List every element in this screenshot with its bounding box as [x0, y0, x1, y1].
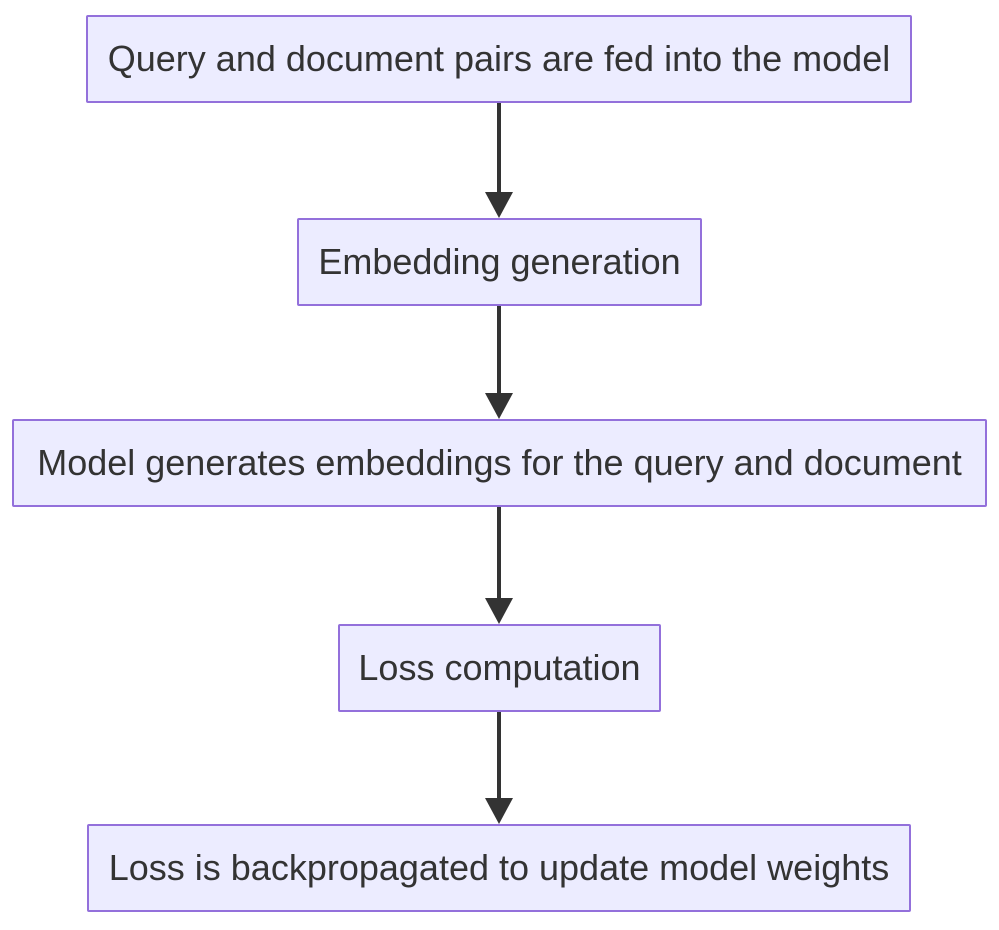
- flowchart-node-embedding-generation: Embedding generation: [297, 218, 702, 306]
- flow-arrow-1: [485, 103, 513, 218]
- flowchart-node-loss-computation: Loss computation: [338, 624, 661, 712]
- node-label: Embedding generation: [318, 241, 681, 283]
- arrow-shaft: [497, 507, 501, 606]
- node-label: Query and document pairs are fed into th…: [107, 38, 891, 80]
- flow-arrow-3: [485, 507, 513, 624]
- node-label: Loss computation: [358, 647, 641, 689]
- arrow-shaft: [497, 306, 501, 401]
- arrow-shaft: [497, 103, 501, 200]
- arrowhead-icon: [485, 798, 513, 824]
- node-label: Loss is backpropagated to update model w…: [108, 847, 890, 889]
- arrowhead-icon: [485, 598, 513, 624]
- arrow-shaft: [497, 712, 501, 806]
- node-label: Model generates embeddings for the query…: [37, 442, 962, 484]
- flow-arrow-2: [485, 306, 513, 419]
- flow-arrow-4: [485, 712, 513, 824]
- flowchart-node-loss-backpropagated: Loss is backpropagated to update model w…: [87, 824, 911, 912]
- arrowhead-icon: [485, 393, 513, 419]
- flowchart-node-query-document-pairs: Query and document pairs are fed into th…: [86, 15, 912, 103]
- flowchart-node-model-generates-embeddings: Model generates embeddings for the query…: [12, 419, 987, 507]
- arrowhead-icon: [485, 192, 513, 218]
